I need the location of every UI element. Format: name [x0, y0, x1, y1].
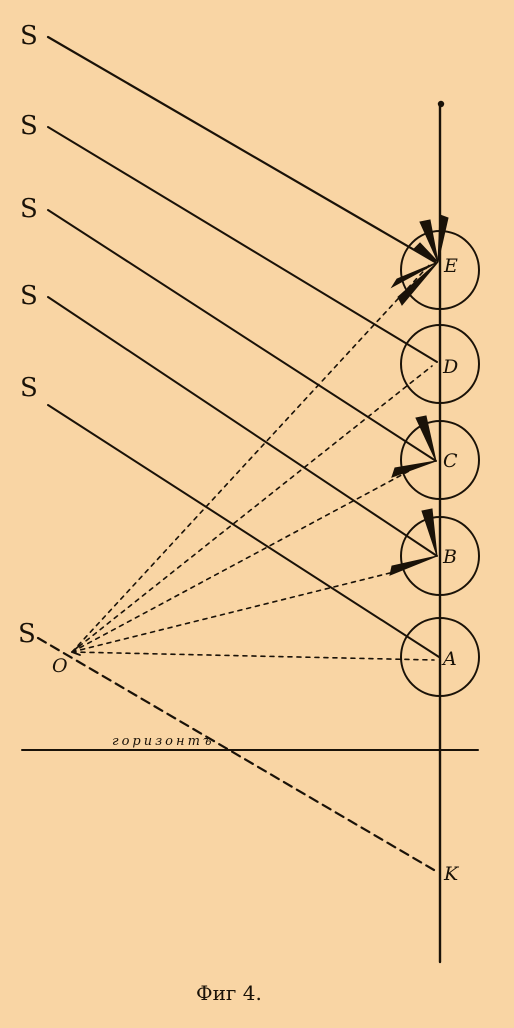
sightline-C [71, 463, 423, 653]
wedge-B-1 [421, 508, 438, 557]
wedge-E-3 [390, 261, 439, 289]
sun-ray-A [47, 404, 440, 658]
sun-label-5: S [20, 373, 38, 403]
figure-caption: Фиг 4. [196, 981, 262, 1005]
point-label-A: A [441, 648, 457, 670]
wedge-E-2 [437, 214, 449, 263]
sun-label-1: S [20, 21, 38, 51]
point-label-C: C [443, 450, 458, 472]
moon-circle-C [400, 420, 480, 500]
observer-label: O [52, 655, 68, 677]
axis-top-dot [437, 100, 445, 108]
observer-mark [71, 645, 81, 656]
sun-label-3: S [20, 194, 38, 224]
point-label-B: B [442, 546, 457, 568]
moon-circle-B [400, 516, 480, 596]
point-label-E: E [443, 255, 458, 277]
sightline-E [71, 261, 433, 653]
wedge-E-4 [397, 261, 439, 306]
horizon-label: горизонтъ [112, 734, 215, 749]
wedge-E-5 [413, 242, 439, 263]
sun-ray-C [47, 209, 437, 462]
wedge-E-1 [419, 219, 439, 263]
sun-ray-E [46, 35, 437, 264]
sightline-A [71, 651, 435, 661]
wedge-C-1 [415, 415, 437, 462]
dashed-ray-K [36, 636, 436, 872]
sightline-D [71, 365, 433, 653]
moon-circle-D [400, 324, 480, 404]
point-label-D: D [442, 356, 458, 378]
sun-ray-D [47, 126, 438, 363]
sightline-B [71, 569, 403, 653]
sun-ray-B [47, 296, 438, 557]
sun-label-2: S [20, 111, 38, 141]
point-label-K: K [443, 863, 460, 885]
moon-circle-A [400, 617, 480, 697]
sun-label-6: S [18, 619, 36, 649]
sun-label-4: S [20, 281, 38, 311]
wedge-C-2 [391, 460, 437, 478]
wedge-B-2 [389, 555, 438, 576]
